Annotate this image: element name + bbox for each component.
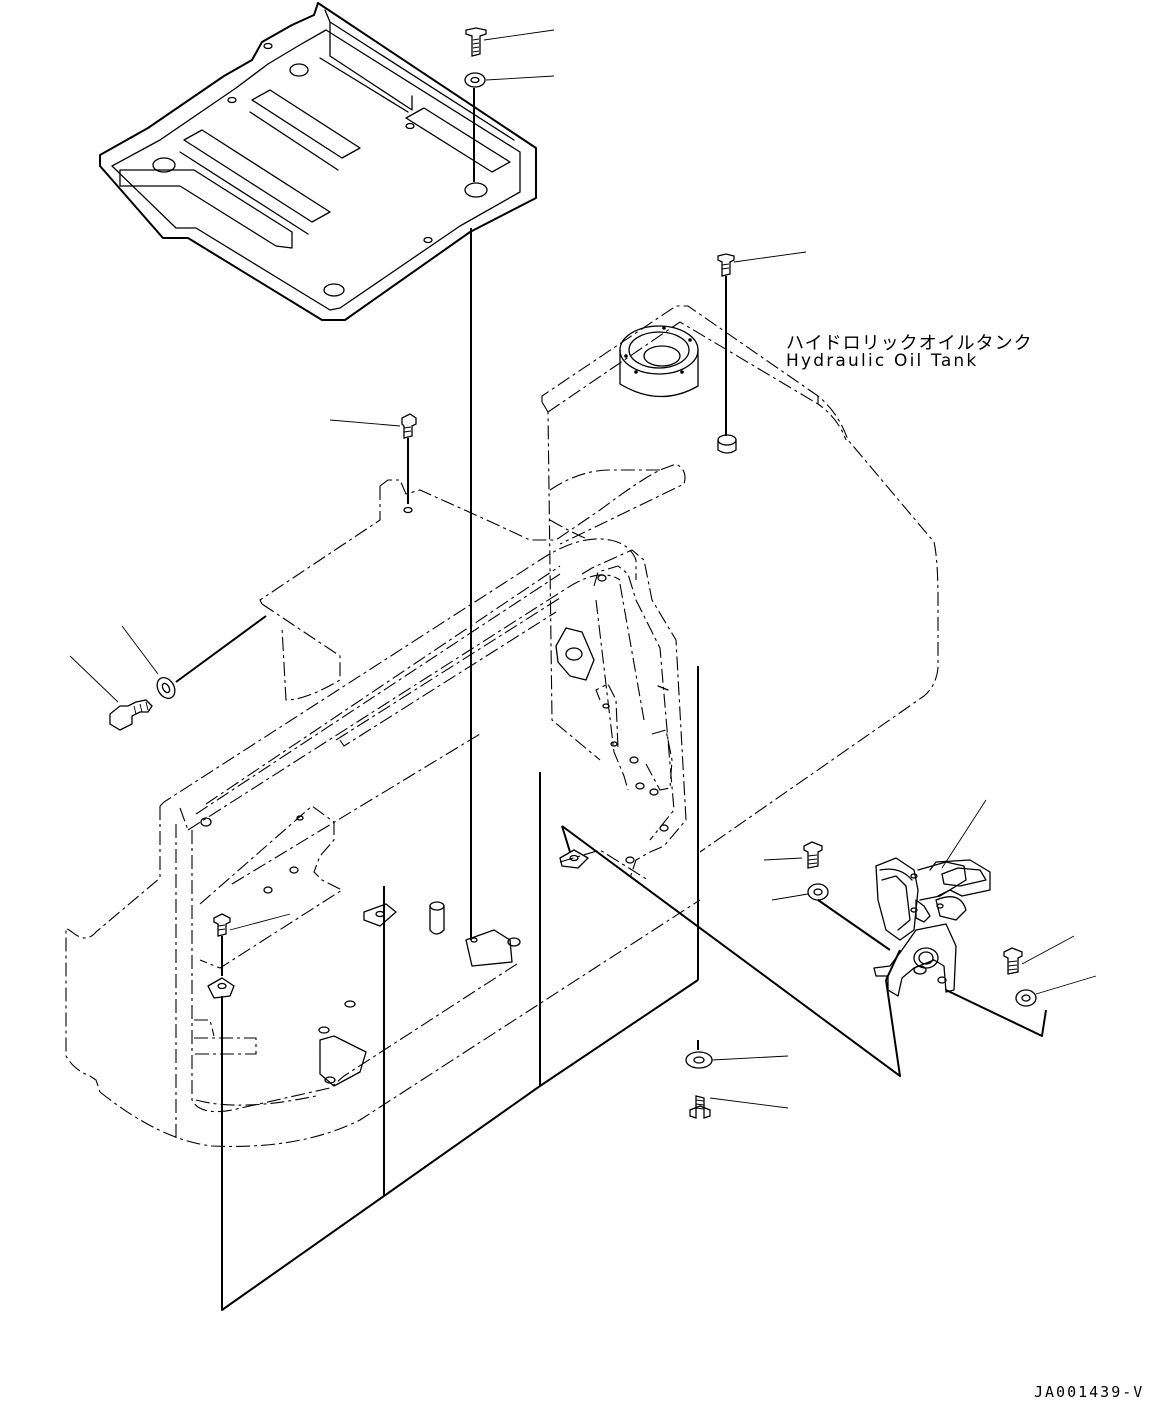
bracket-washer-a	[807, 883, 829, 901]
tank-plug-boss	[717, 434, 737, 454]
frame-plug-lower	[213, 913, 231, 937]
cover-washer-top	[464, 72, 486, 88]
drawing-code: JA001439-V	[1034, 1383, 1145, 1401]
cover-plate	[99, 2, 537, 321]
component-label-english: Hydraulic Oil Tank	[786, 351, 979, 371]
bracket-washer-b	[1015, 989, 1037, 1007]
frame-washer-left	[156, 677, 176, 699]
frame-plug-upper	[401, 413, 417, 439]
bracket-bolt-b	[1003, 947, 1023, 975]
frame-bolt-bottom	[689, 1095, 711, 1119]
harness-routing-lines	[221, 666, 1047, 1311]
switch-bracket-assembly	[873, 857, 991, 997]
component-label-japanese: ハイドロリックオイルタンク	[786, 333, 1033, 354]
frame-fittings	[200, 574, 669, 1087]
bracket-bolt-a	[803, 841, 823, 869]
frame-boss-lower	[207, 977, 235, 999]
hydraulic-oil-tank-outline	[541, 305, 939, 853]
cover-bolt-top	[465, 27, 487, 57]
frame-bolt-left	[109, 699, 153, 731]
frame-washer-bottom	[685, 1051, 713, 1069]
side-cover-frame	[65, 463, 701, 1196]
tank-filler-port	[619, 325, 699, 398]
tank-drain-plug	[717, 253, 735, 277]
